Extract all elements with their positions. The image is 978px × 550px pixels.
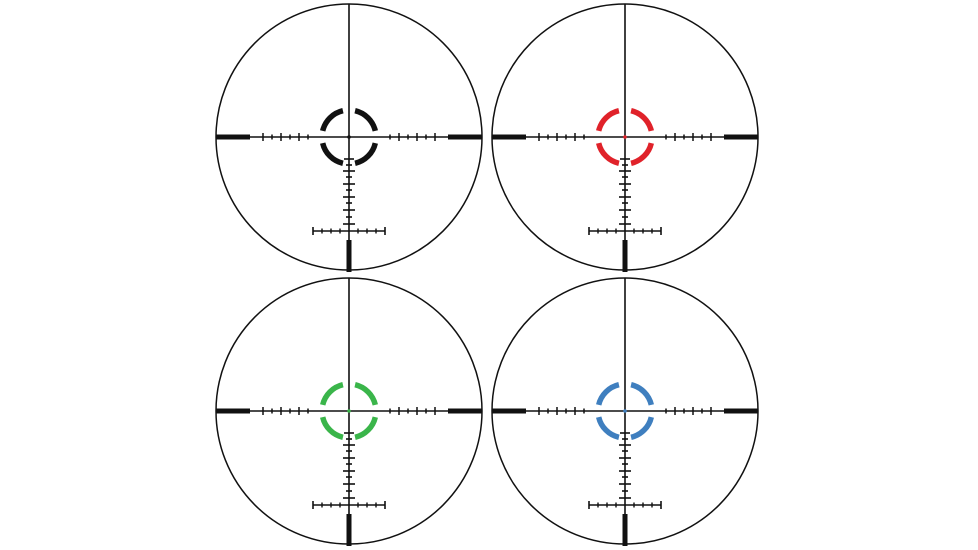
- bottom-thick-post: [346, 240, 352, 272]
- illuminated-ring-segment: [596, 382, 620, 406]
- right-thick-post: [724, 134, 758, 140]
- illuminated-ring-segment: [596, 108, 620, 132]
- illuminated-ring-segment: [320, 382, 344, 406]
- left-thick-post: [216, 134, 250, 140]
- illuminated-ring-segment: [354, 142, 378, 166]
- illuminated-ring-segment: [630, 382, 654, 406]
- illuminated-ring-segment: [354, 108, 378, 132]
- reticle-svg: [491, 3, 759, 272]
- illuminated-ring-segment: [596, 416, 620, 440]
- illuminated-ring-segment: [320, 108, 344, 132]
- bottom-thick-post: [346, 514, 352, 546]
- right-thick-post: [448, 134, 482, 140]
- center-dot: [623, 409, 627, 413]
- center-dot: [347, 135, 351, 139]
- illuminated-ring-segment: [320, 416, 344, 440]
- left-thick-post: [216, 408, 250, 414]
- illuminated-ring-segment: [320, 142, 344, 166]
- reticle-red-illumination: [490, 2, 760, 272]
- bottom-thick-post: [622, 240, 628, 272]
- bottom-thick-post: [622, 514, 628, 546]
- illuminated-ring-segment: [354, 416, 378, 440]
- reticle-black-illumination: [214, 2, 484, 272]
- left-thick-post: [492, 134, 526, 140]
- center-dot: [347, 409, 351, 413]
- illuminated-ring-segment: [596, 142, 620, 166]
- illuminated-ring-segment: [630, 416, 654, 440]
- center-dot: [623, 135, 627, 139]
- illuminated-ring-segment: [630, 108, 654, 132]
- right-thick-post: [724, 408, 758, 414]
- reticle-green-illumination: [214, 276, 484, 546]
- right-thick-post: [448, 408, 482, 414]
- reticle-svg: [215, 277, 483, 546]
- illuminated-ring-segment: [354, 382, 378, 406]
- reticle-svg: [215, 3, 483, 272]
- reticle-blue-illumination: [490, 276, 760, 546]
- illuminated-ring-segment: [630, 142, 654, 166]
- reticle-svg: [491, 277, 759, 546]
- left-thick-post: [492, 408, 526, 414]
